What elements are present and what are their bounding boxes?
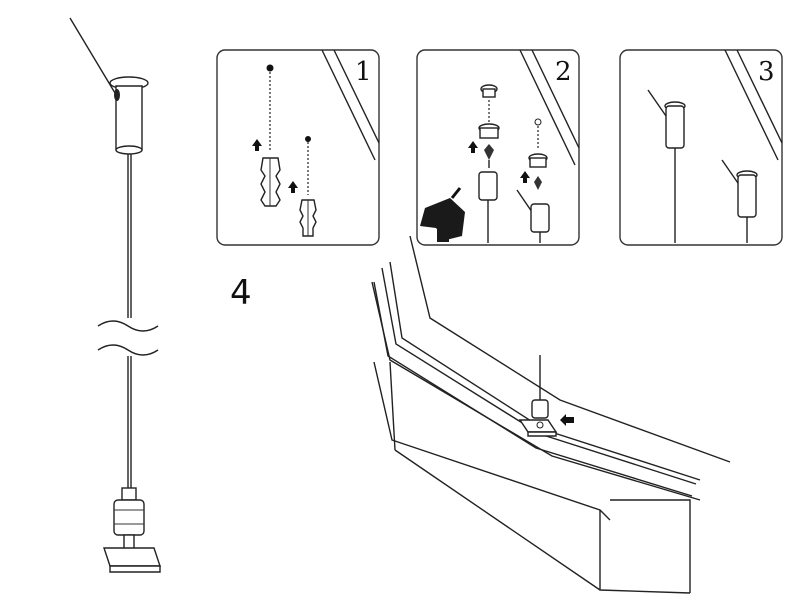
left-arrow-icon (560, 414, 574, 426)
cable-gripper (113, 487, 145, 556)
rail-hook (518, 355, 558, 437)
up-arrow-icon (468, 141, 478, 153)
up-arrow-icon (252, 139, 262, 151)
wall-edge (409, 235, 731, 463)
step-4-number: 4 (230, 273, 252, 313)
step-1-number: 1 (355, 57, 372, 87)
step-3-number: 3 (758, 57, 775, 87)
up-arrow-icon (288, 181, 298, 193)
ceiling-fixture-icon (478, 171, 498, 201)
ceiling-fixture-icon (721, 159, 758, 243)
step-panel-2: 2 (416, 49, 580, 246)
cable-assembly (69, 17, 161, 573)
wall-plug-icon (260, 157, 281, 207)
step-2-number: 2 (555, 57, 572, 87)
step-panel-1: 1 (216, 49, 380, 246)
cable-top-end (69, 17, 119, 99)
drill-hole-icon (266, 64, 274, 72)
up-arrow-icon (520, 171, 530, 183)
ceiling-fixture (109, 76, 149, 155)
drill-icon (420, 187, 465, 242)
wall-plug-icon (299, 199, 317, 237)
step-panel-3: 3 (619, 49, 783, 246)
hook-base-plate (103, 547, 161, 573)
ceiling-fixture-icon (647, 89, 686, 243)
picture-rail-scene (371, 235, 731, 594)
cable-break-mark (97, 320, 159, 332)
